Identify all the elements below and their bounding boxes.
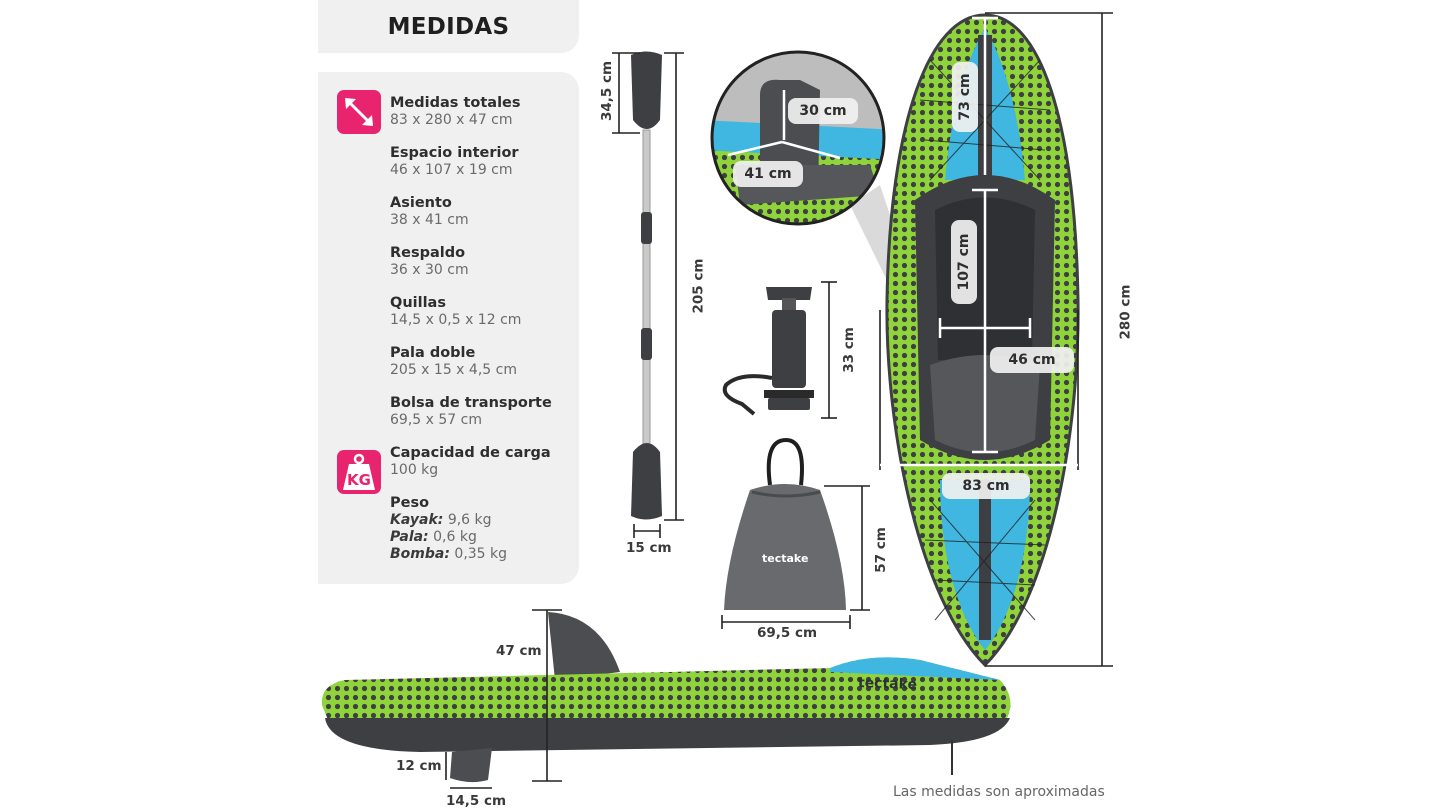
spec-weight: Peso Kayak: 9,6 kg Pala: 0,6 kg Bomba: 0… [390,495,507,563]
spec-value: 100 kg [390,462,439,478]
weight-value: 0,6 kg [433,529,477,545]
dim-paddle-length: 205 cm [690,258,707,314]
paddle-blade-bottom [631,443,662,520]
spec-backrest: Respaldo 36 x 30 cm [390,245,469,279]
spec-fins: Quillas 14,5 x 0,5 x 12 cm [390,295,521,329]
kayak-side-dimension-lines [445,609,562,789]
spec-bag: Bolsa de transporte 69,5 x 57 cm [390,395,552,429]
dim-seat-back-height: 30 cm [788,98,858,124]
kayak-side-view [321,612,1011,783]
paddle-dimension-lines [612,52,684,538]
page-title: MEDIDAS [387,13,510,40]
kayak-top-dimension-lines [879,12,1113,667]
double-paddle [631,51,662,520]
dim-pump-height: 33 cm [840,327,857,373]
weight-kg-icon: KG [337,450,381,494]
dim-bag-height: 57 cm [872,527,889,573]
paddle-joint [641,212,652,244]
spec-value: 205 x 15 x 4,5 cm [390,362,517,378]
seat-zoom-border [710,50,886,226]
paddle-shaft [642,129,651,461]
dim-bag-width: 69,5 cm [757,625,818,641]
spec-capacity: Capacidad de carga 100 kg [390,445,551,479]
spec-label: Capacidad de carga [390,445,551,461]
bag-brand-logo: tectake [762,552,809,565]
weight-name: Pala: [390,529,429,545]
pump-dimension-lines [821,281,837,419]
transport-bag [724,437,846,610]
spec-value: 36 x 30 cm [390,262,469,278]
svg-text:KG: KG [347,471,371,489]
spec-label: Pala doble [390,345,476,361]
seat-dimension-lines [727,90,841,160]
spec-label: Bolsa de transporte [390,395,552,411]
spec-interior: Espacio interior 46 x 107 x 19 cm [390,145,519,179]
paddle-joint [641,328,652,360]
dim-blade-width: 15 cm [626,540,672,556]
spec-label: Quillas [390,295,446,311]
weight-value: 0,35 kg [454,546,508,562]
footnote: Las medidas son aproximadas [893,784,1105,800]
kayak-interior-dimension-lines [938,16,1032,454]
spec-paddle: Pala doble 205 x 15 x 4,5 cm [390,345,517,379]
spec-label: Asiento [390,195,452,211]
dim-seat-width: 41 cm [733,161,803,187]
dim-cockpit-width: 46 cm [990,347,1074,373]
hand-pump [722,287,814,416]
spec-value: 38 x 41 cm [390,212,469,228]
spec-label: Respaldo [390,245,466,261]
kayak-top-view [885,13,1080,668]
spec-seat: Asiento 38 x 41 cm [390,195,469,229]
weight-name: Bomba: [390,546,450,562]
spec-panel: KG Medidas totales 83 x 280 x 47 cm Espa… [318,72,579,584]
dim-front-deck: 73 cm [952,62,978,132]
spec-value: 14,5 x 0,5 x 12 cm [390,312,522,328]
weight-value: 9,6 kg [447,512,492,528]
dim-kayak-height: 47 cm [496,643,542,659]
dim-kayak-length: 280 cm [1117,284,1134,340]
dim-fin-height: 12 cm [396,758,442,774]
seat-zoom [712,52,884,224]
brand-logo: tectake [857,674,918,694]
spec-label: Peso [390,495,430,511]
dim-fin-length: 14,5 cm [446,793,507,809]
spec-overall: Medidas totales 83 x 280 x 47 cm [390,95,521,129]
spec-label: Espacio interior [390,145,519,161]
paddle-blade-top [631,51,662,129]
resize-arrows-icon [337,90,381,134]
spec-value: 69,5 x 57 cm [390,412,482,428]
spec-label: Medidas totales [390,95,521,111]
dim-blade-length: 34,5 cm [599,60,616,122]
title-box: MEDIDAS [318,0,579,53]
spec-value: 83 x 280 x 47 cm [390,112,513,128]
dim-cockpit-length: 107 cm [951,220,977,304]
weight-name: Kayak: [390,512,444,528]
spec-value: 46 x 107 x 19 cm [390,162,513,178]
bag-dimension-lines [721,485,870,629]
dim-kayak-width: 83 cm [942,473,1030,499]
